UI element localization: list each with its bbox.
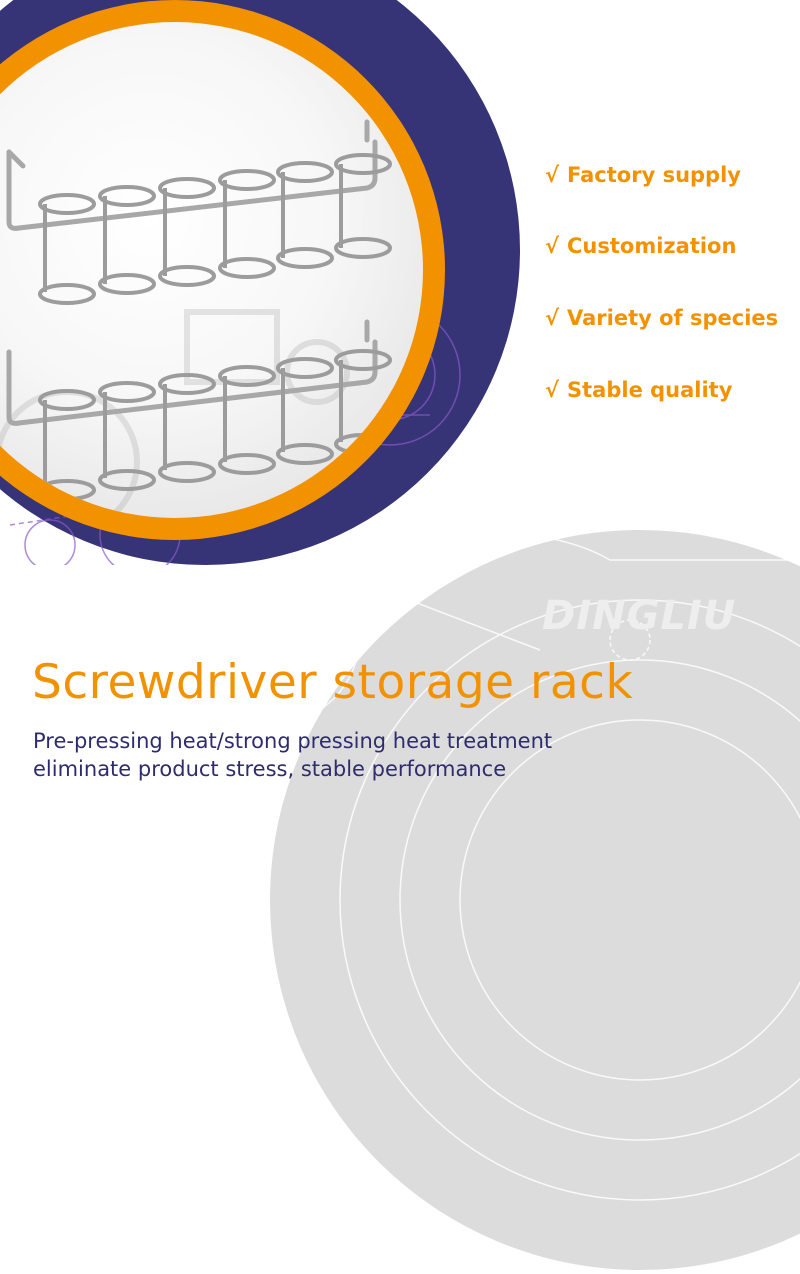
product-title: Screwdriver storage rack bbox=[32, 655, 634, 710]
blueprint-gear-drawing-icon bbox=[179, 460, 800, 1201]
product-subtitle-line-1: Pre-pressing heat/strong pressing heat t… bbox=[33, 729, 553, 753]
feature-label: Factory supply bbox=[567, 163, 741, 187]
feature-label: Customization bbox=[567, 234, 737, 258]
feature-label: Stable quality bbox=[567, 378, 733, 402]
feature-variety-of-species: √ Variety of species bbox=[545, 306, 778, 330]
check-icon: √ bbox=[545, 163, 560, 187]
decorative-gray-disc bbox=[179, 460, 800, 1270]
feature-stable-quality: √ Stable quality bbox=[545, 378, 732, 402]
feature-label: Variety of species bbox=[567, 306, 779, 330]
check-icon: √ bbox=[545, 378, 560, 402]
check-icon: √ bbox=[545, 234, 560, 258]
feature-factory-supply: √ Factory supply bbox=[545, 163, 741, 187]
product-subtitle-line-2: eliminate product stress, stable perform… bbox=[33, 757, 507, 781]
feature-customization: √ Customization bbox=[545, 234, 736, 258]
brand-watermark: DINGLIU bbox=[542, 593, 737, 639]
check-icon: √ bbox=[545, 306, 560, 330]
